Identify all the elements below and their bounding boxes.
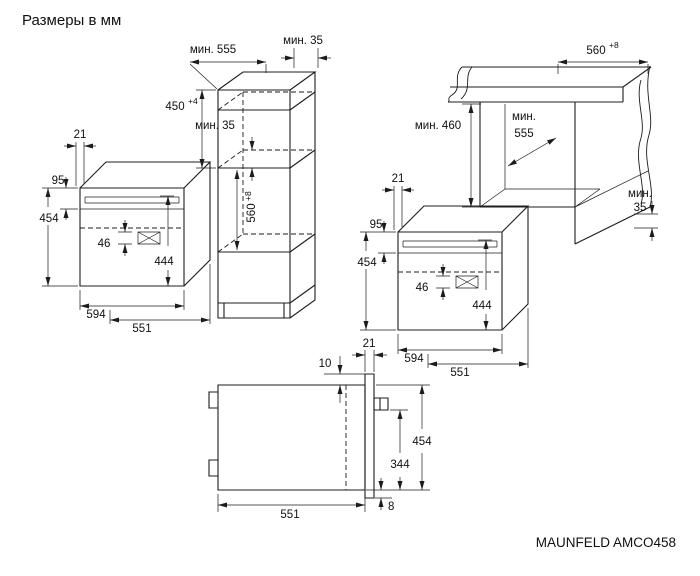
mounting-tabs bbox=[208, 391, 218, 477]
page-title: Размеры в мм bbox=[22, 12, 122, 29]
niche bbox=[479, 102, 649, 244]
dim-top-gap-label: 10 bbox=[319, 358, 332, 370]
dim-counter-depth-label-1: мин. bbox=[512, 111, 536, 123]
worktop bbox=[447, 66, 652, 103]
dim-niche-height-sup: +4 bbox=[188, 96, 198, 106]
dim-niche-height-label: 450 bbox=[165, 101, 184, 113]
dim-min-depth-label: мин. 555 bbox=[190, 44, 236, 56]
side-view-diagram: 10 21 454 344 551 8 bbox=[208, 338, 432, 521]
base-cabinet-diagram: 560 +8 мин. 460 мин. 555 мин. 35 bbox=[357, 40, 658, 379]
tall-cabinet-diagram: мин. 555 мин. 35 450 +4 мин. 35 560 +8 bbox=[39, 35, 331, 335]
dim-counter-niche-width-label: 560 bbox=[586, 45, 605, 57]
dim-back-gap-label-1: мин. bbox=[628, 188, 652, 200]
side-view-body bbox=[208, 373, 389, 499]
dim-side-height-label: 454 bbox=[412, 436, 432, 448]
dim-side-depth-label: 551 bbox=[280, 509, 299, 521]
model-label: MAUNFELD AMCO458 bbox=[535, 535, 676, 550]
dim-back-gap-label-2: 35 bbox=[634, 202, 647, 214]
dim-counter-niche-width-sup: +8 bbox=[609, 40, 619, 50]
dim-door-depth-label: 21 bbox=[363, 338, 376, 350]
dim-niche-width-label: 560 bbox=[246, 203, 258, 222]
cabinet-body bbox=[217, 71, 317, 319]
side-panel bbox=[574, 65, 652, 245]
oven-in-column bbox=[39, 129, 210, 335]
dim-niche-width-sup: +8 bbox=[243, 191, 253, 201]
dim-top-gap-label: мин. 35 bbox=[283, 35, 323, 47]
dim-lower-height-label: 344 bbox=[390, 459, 410, 471]
side-view-handle bbox=[373, 397, 389, 411]
side-view-door bbox=[364, 373, 375, 499]
side-view-dimensions: 10 21 454 344 551 8 bbox=[217, 338, 432, 521]
dim-under-counter-height-label: мин. 460 bbox=[415, 120, 461, 132]
cabinet-dimensions: мин. 555 мин. 35 450 +4 мин. 35 560 +8 bbox=[165, 35, 331, 250]
counter-dimensions: 560 +8 мин. 460 мин. 555 мин. 35 bbox=[415, 40, 658, 241]
dim-inner-gap-label: мин. 35 bbox=[195, 120, 235, 132]
oven-under-counter bbox=[357, 173, 528, 379]
dim-counter-depth-label-2: 555 bbox=[514, 128, 533, 140]
dim-bottom-gap-label: 8 bbox=[388, 501, 394, 513]
